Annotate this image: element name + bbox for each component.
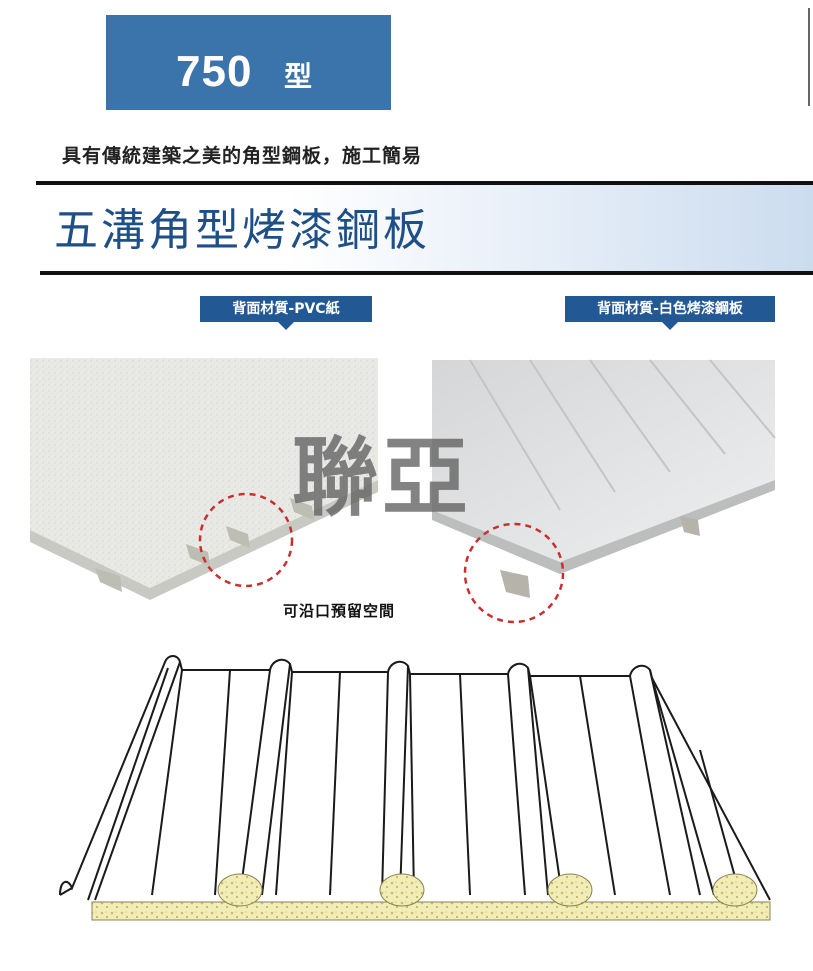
eave-caption: 可沿口預留空間 — [283, 602, 396, 620]
backing-tag-pvc: 背面材質-PVC紙 — [200, 296, 372, 330]
marker-circle-right — [463, 522, 565, 624]
title-band — [40, 185, 813, 271]
title-rule-bottom — [40, 271, 813, 275]
edge-divider — [808, 8, 810, 106]
product-title: 五溝角型烤漆鋼板 — [54, 205, 430, 256]
backing-photos — [30, 358, 776, 624]
panel-diagram — [59, 655, 771, 921]
title-rule-top — [36, 181, 813, 185]
backing-tag-steel: 背面材質-白色烤漆鋼板 — [565, 296, 775, 330]
model-badge — [106, 15, 391, 110]
steel-backing-photo — [432, 359, 776, 598]
watermark: 聯亞 — [292, 428, 472, 528]
model-suffix: 型 — [284, 60, 313, 93]
model-number: 750 — [176, 47, 253, 96]
panel-linework — [59, 655, 771, 901]
marker-circle-left — [198, 492, 294, 588]
pvc-backing-photo — [30, 358, 378, 600]
tagline: 具有傳統建築之美的角型鋼板，施工簡易 — [62, 145, 423, 167]
foam-core — [91, 873, 771, 921]
